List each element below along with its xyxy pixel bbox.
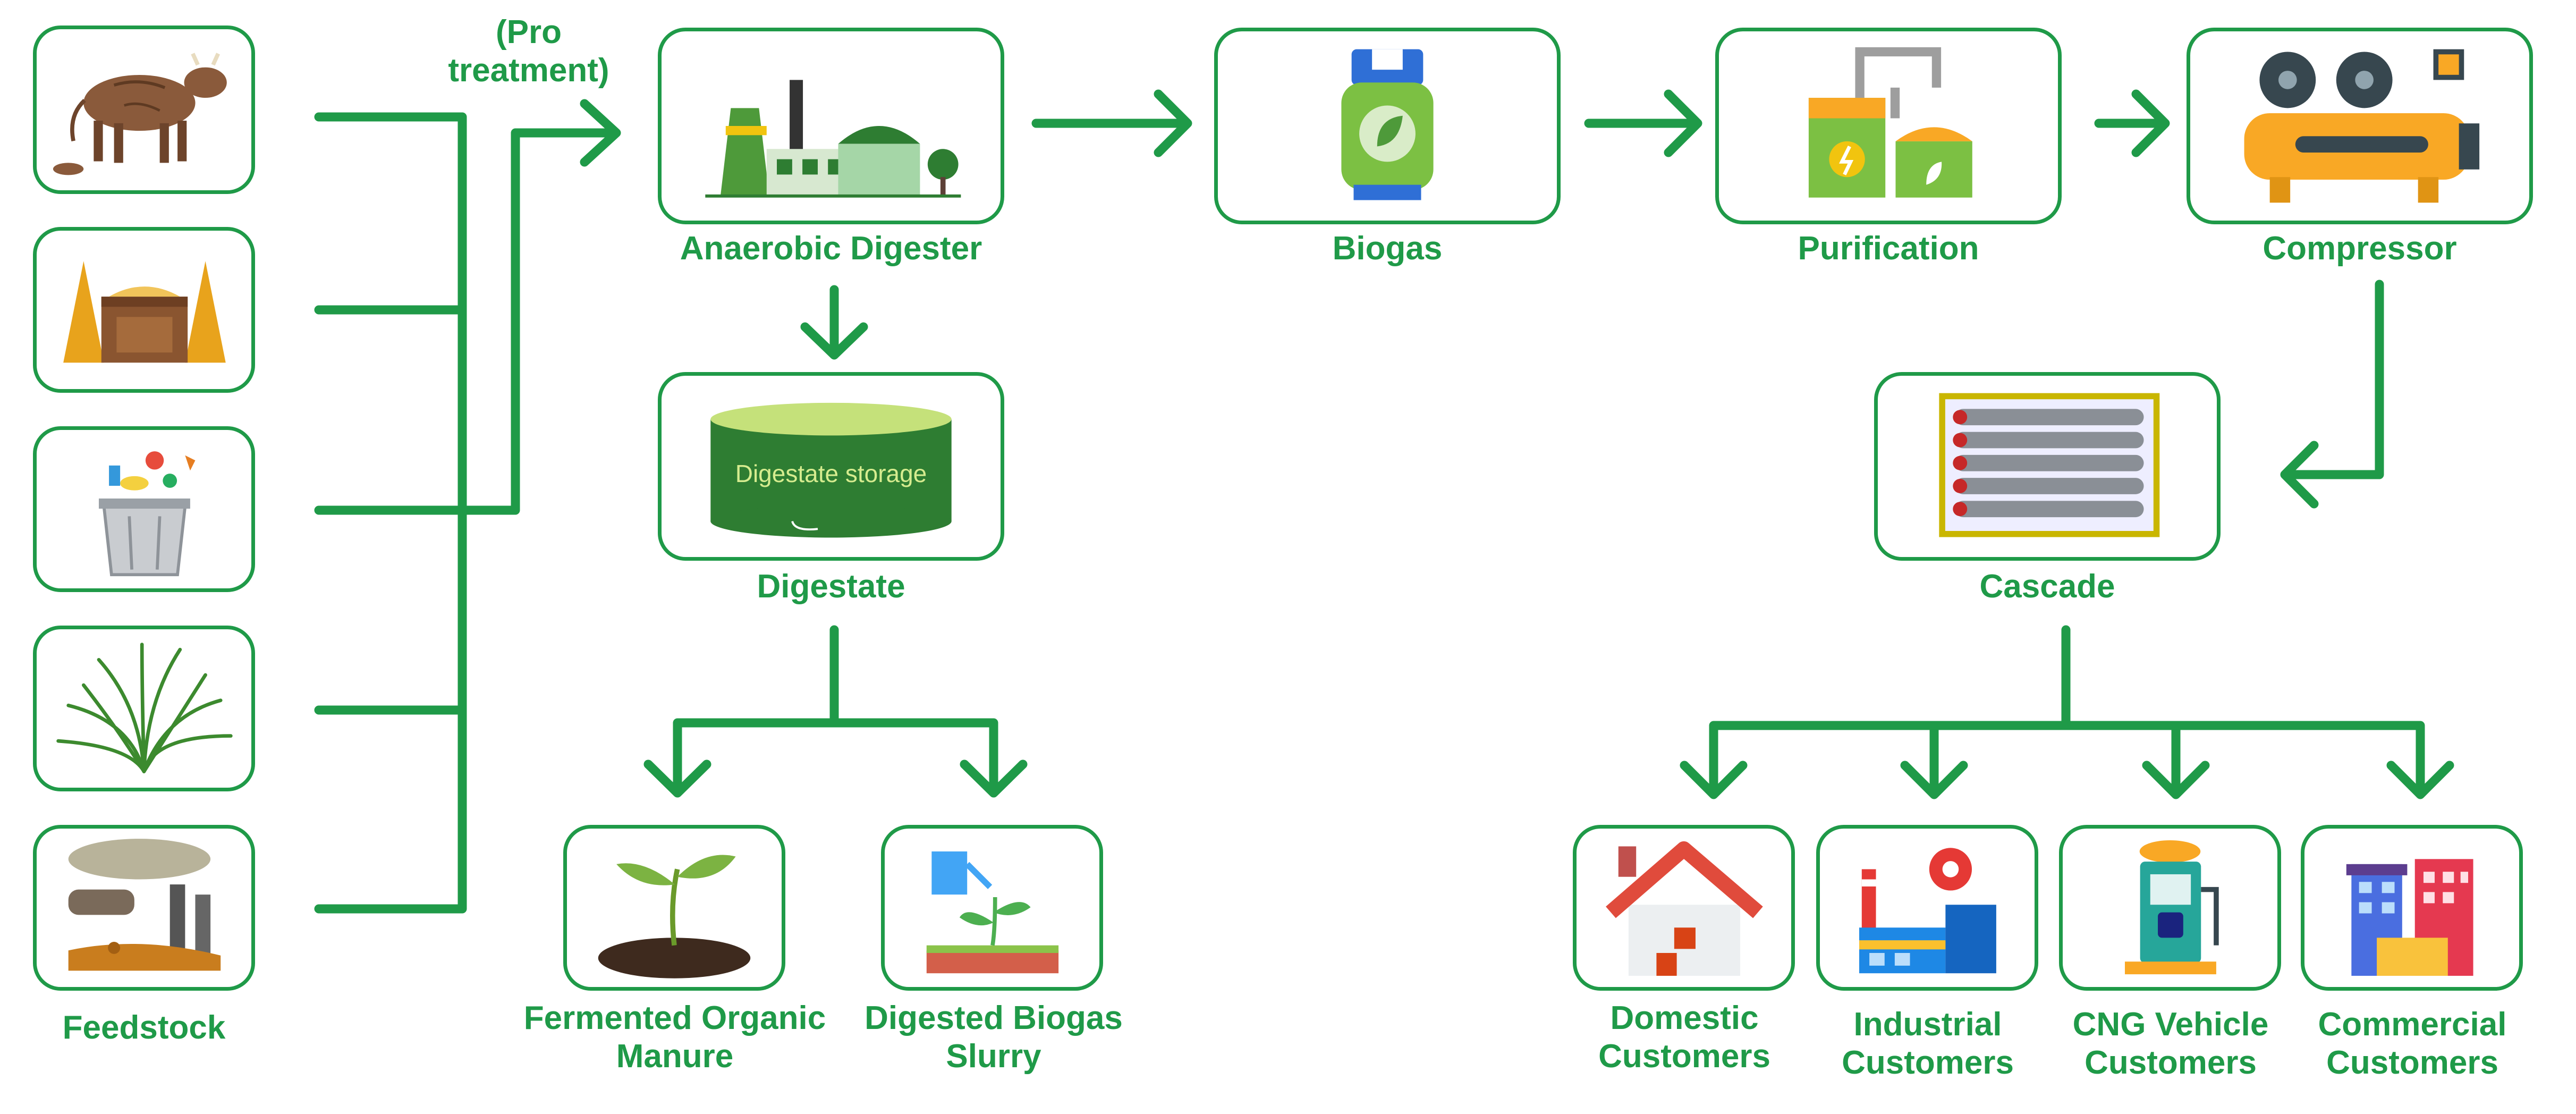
cascade-box xyxy=(1874,372,2221,561)
grass-icon xyxy=(56,643,233,773)
gas-cylinder-icon xyxy=(1341,49,1434,200)
industrial-waste-icon xyxy=(68,839,221,971)
digester-to-biogas-arrow xyxy=(1031,89,1192,157)
feedstock-label: Feedstock xyxy=(62,1009,226,1046)
cng-box xyxy=(2059,825,2281,991)
industrial-label-line2: Customers xyxy=(1842,1044,2014,1081)
digestate-box xyxy=(658,372,1004,561)
industrial-arrowhead xyxy=(1900,761,1968,799)
manure-label: Fermented Organic Manure xyxy=(494,999,855,1076)
domestic-label: Domestic Customers xyxy=(1552,999,1817,1076)
slurry-label: Digested Biogas Slurry xyxy=(840,999,1148,1076)
digestate-tank-icon xyxy=(710,402,952,538)
feedstock-industrial-waste-box xyxy=(33,825,255,991)
purification-plant-icon xyxy=(1808,47,1972,198)
digestate-storage-text: Digestate storage xyxy=(735,460,927,487)
compressor-icon xyxy=(2244,49,2480,203)
commercial-arrowhead xyxy=(2386,761,2454,799)
purification-box xyxy=(1715,28,2062,224)
slurry-label-line2: Slurry xyxy=(946,1038,1041,1075)
commercial-box xyxy=(2301,825,2523,991)
compressor-to-cascade-arrow xyxy=(2280,280,2384,509)
domestic-box xyxy=(1573,825,1795,991)
digestate-label: Digestate xyxy=(757,568,905,605)
feedstock-cow-dung-box xyxy=(33,26,255,194)
manure-label-line2: Manure xyxy=(616,1038,734,1075)
feedstock-crop-residue-box xyxy=(33,227,255,393)
compressor-label: Compressor xyxy=(2263,230,2457,267)
cow-icon xyxy=(53,53,227,175)
fuel-pump-icon xyxy=(2124,840,2219,975)
cng-label-line2: Customers xyxy=(2084,1044,2257,1081)
manure-box xyxy=(563,825,785,991)
slurry-box xyxy=(881,825,1103,991)
manure-arrowhead xyxy=(643,759,711,798)
house-icon xyxy=(1606,841,1763,976)
feedstock-food-waste-box xyxy=(33,426,255,592)
industrial-label: Industrial Customers xyxy=(1795,1006,2061,1082)
commercial-label-line1: Commercial xyxy=(2318,1006,2507,1043)
cylinder-cascade-icon xyxy=(1939,393,2160,537)
slurry-arrowhead xyxy=(960,759,1028,798)
cng-label: CNG Vehicle Customers xyxy=(2038,1006,2303,1082)
domestic-arrowhead xyxy=(1680,761,1748,799)
commercial-label: Commercial Customers xyxy=(2280,1006,2545,1082)
industrial-label-line1: Industrial xyxy=(1853,1006,2002,1043)
biogas-box xyxy=(1214,28,1561,224)
pretreatment-label-line1: (Pro xyxy=(496,14,562,50)
biogas-to-purification-arrow xyxy=(1584,89,1702,157)
buildings-icon xyxy=(2346,859,2473,976)
watering-can-icon xyxy=(926,851,1059,974)
pretreatment-label-line2: treatment) xyxy=(448,52,609,89)
biogas-label: Biogas xyxy=(1332,230,1443,267)
cng-label-line1: CNG Vehicle xyxy=(2072,1006,2269,1043)
cng-arrowhead xyxy=(2142,761,2210,799)
digester-plant-icon xyxy=(705,80,961,198)
purification-label: Purification xyxy=(1798,230,1979,267)
manure-label-line1: Fermented Organic xyxy=(523,1000,826,1036)
industrial-box xyxy=(1816,825,2038,991)
cascade-split-connector xyxy=(1709,625,2425,798)
domestic-label-line1: Domestic xyxy=(1610,1000,1759,1036)
trash-bin-icon xyxy=(98,451,196,577)
factory-icon xyxy=(1859,848,1996,974)
digestate-split-connector xyxy=(673,625,998,797)
pretreatment-label: (Pro treatment) xyxy=(420,13,638,90)
anaerobic-digester-box xyxy=(658,28,1004,224)
anaerobic-digester-label: Anaerobic Digester xyxy=(680,230,982,267)
cascade-label: Cascade xyxy=(1979,568,2115,605)
pretreatment-arrowhead xyxy=(580,99,621,167)
slurry-label-line1: Digested Biogas xyxy=(865,1000,1123,1036)
domestic-label-line2: Customers xyxy=(1598,1038,1770,1075)
grain-icon xyxy=(63,261,226,363)
digester-to-digestate-arrow xyxy=(800,285,868,360)
sprout-icon xyxy=(598,855,751,978)
feedstock-grass-box xyxy=(33,626,255,791)
purification-to-compressor-arrow xyxy=(2094,89,2170,157)
compressor-box xyxy=(2187,28,2533,224)
commercial-label-line2: Customers xyxy=(2326,1044,2498,1081)
pretreatment-connector xyxy=(457,128,616,515)
